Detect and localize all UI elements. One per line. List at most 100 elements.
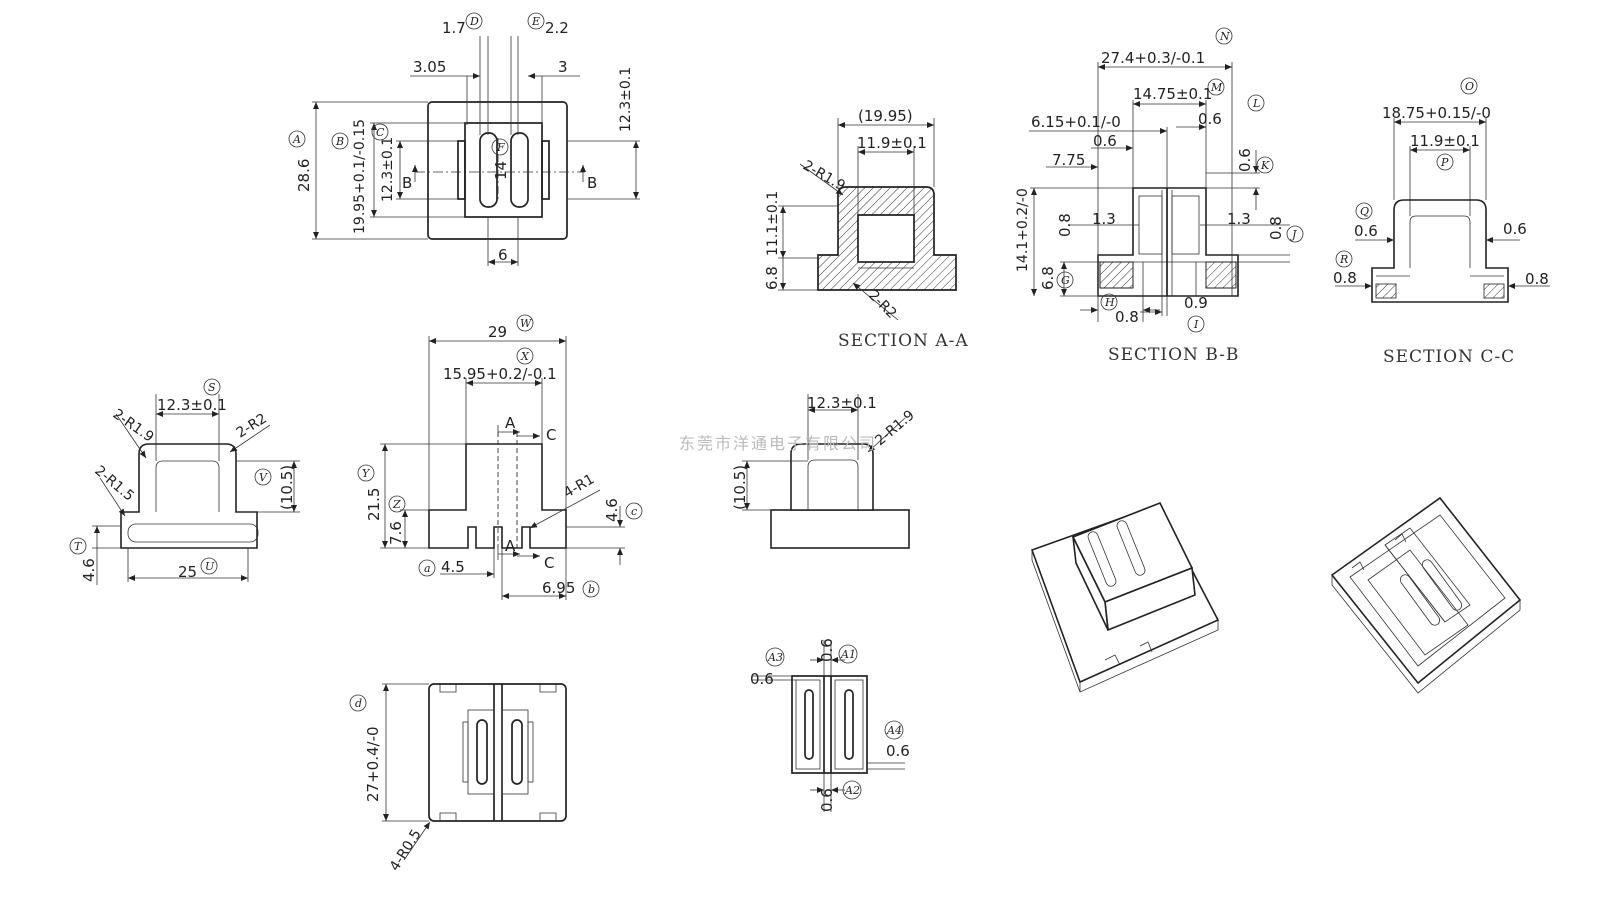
section-cc-label: SECTION C-C — [1383, 347, 1515, 367]
marker-d-lower: d — [349, 694, 367, 712]
marker-r: R — [1335, 250, 1353, 268]
marker-n: N — [1215, 27, 1233, 45]
svg-text:A2: A2 — [844, 784, 860, 797]
bd-dim-0-6-bottom: 0.6 — [818, 788, 836, 812]
top-dim-19-95: 19.95+0.1/-0.15 — [352, 119, 368, 234]
bv-dim-27: 27+0.4/-0 — [364, 726, 382, 802]
svg-text:S: S — [208, 381, 216, 394]
marker-i: I — [1187, 315, 1205, 333]
marker-f: F — [491, 138, 509, 156]
svg-text:R: R — [1339, 253, 1348, 266]
svg-text:L: L — [1252, 97, 1260, 110]
marker-y: Y — [357, 464, 375, 482]
svg-text:G: G — [1061, 274, 1070, 287]
marker-g: G — [1056, 271, 1074, 289]
marker-j: J — [1286, 225, 1304, 243]
section-bb-label: SECTION B-B — [1108, 345, 1239, 365]
bd-dim-0-6-right: 0.6 — [886, 742, 910, 760]
marker-l: L — [1247, 94, 1265, 112]
svg-text:A: A — [292, 133, 301, 146]
side-view-right: 12.3±0.1 2-R1.9 (10.5) — [731, 394, 918, 549]
bb-dim-0-6-a: 0.6 — [1093, 132, 1117, 150]
marker-b: B — [331, 132, 349, 150]
svg-text:N: N — [1219, 30, 1230, 43]
top-view: 1.7 2.2 3.05 3 28.6 19.95+0.1/-0.15 12.3… — [288, 12, 640, 266]
company-watermark: 东莞市洋通电子有限公司 — [679, 434, 877, 453]
bd-dim-0-6-left: 0.6 — [750, 670, 774, 688]
side-view-left: 12.3±0.1 2-R1.9 2-R2 2-R1.5 (10.5) 4.6 2… — [69, 378, 300, 585]
svg-text:P: P — [1440, 156, 1449, 169]
cut-label-b-right: B — [587, 174, 597, 192]
marker-a-lower: a — [418, 559, 436, 577]
bottom-detail-view: 0.6 0.6 0.6 0.6 A3 A1 A4 A2 — [750, 638, 910, 812]
bd-dim-0-6-top: 0.6 — [818, 638, 836, 662]
bb-dim-0-8-right: 0.8 — [1267, 216, 1285, 240]
bb-dim-6-15: 6.15+0.1/-0 — [1031, 113, 1121, 131]
top-dim-28-6: 28.6 — [295, 159, 313, 192]
section-aa: (19.95) 11.9±0.1 2-R1.9 11.1±0.1 6.8 2-R… — [763, 107, 969, 351]
sr-dim-12-3: 12.3±0.1 — [807, 394, 877, 412]
top-dim-3: 3 — [558, 58, 568, 76]
marker-a3: A3 — [765, 647, 785, 667]
svg-text:Z: Z — [392, 498, 401, 511]
bb-dim-0-6-b: 0.6 — [1198, 110, 1222, 128]
section-cc: 18.75+0.15/-0 11.9±0.1 0.6 0.6 0.8 0.8 O… — [1333, 77, 1550, 367]
marker-k: K — [1256, 156, 1274, 174]
cut-label-c-bottom: C — [544, 554, 554, 572]
aa-dim-19-95: (19.95) — [858, 107, 913, 125]
svg-text:M: M — [1210, 81, 1223, 94]
section-bb: 27.4+0.3/-0.1 14.75±0.1 6.15+0.1/-0 0.6 … — [1015, 27, 1304, 365]
cc-dim-0-6-right: 0.6 — [1503, 220, 1527, 238]
top-dim-12-3-right: 12.3±0.1 — [618, 67, 634, 132]
svg-text:d: d — [355, 697, 362, 710]
cut-label-a-top: A — [505, 414, 516, 432]
svg-text:J: J — [1290, 228, 1297, 241]
marker-m: M — [1207, 78, 1225, 96]
fv-dim-15-95: 15.95+0.2/-0.1 — [443, 365, 557, 383]
section-aa-label: SECTION A-A — [838, 331, 969, 351]
bb-dim-0-6-c: 0.6 — [1236, 148, 1254, 172]
marker-o: O — [1460, 77, 1478, 95]
top-dim-2-2: 2.2 — [545, 19, 569, 37]
cc-dim-0-6-left: 0.6 — [1354, 222, 1378, 240]
bb-dim-0-9: 0.9 — [1184, 294, 1208, 312]
sl-dim-4-6: 4.6 — [80, 558, 98, 582]
sl-dim-r2: 2-R2 — [234, 411, 270, 442]
cc-dim-18-75: 18.75+0.15/-0 — [1382, 104, 1491, 122]
top-dim-6: 6 — [498, 246, 508, 264]
bb-dim-14-75: 14.75±0.1 — [1133, 85, 1212, 103]
top-dim-1-7: 1.7 — [442, 19, 466, 37]
front-view: 29 15.95+0.2/-0.1 21.5 7.6 4-R1 4.6 4.5 … — [357, 314, 643, 600]
svg-text:E: E — [531, 15, 540, 28]
svg-text:A3: A3 — [767, 651, 783, 664]
sl-dim-r1-5: 2-R1.5 — [91, 463, 136, 505]
bb-dim-14-1: 14.1+0.2/-0 — [1015, 188, 1031, 272]
sr-dim-10-5: (10.5) — [731, 465, 749, 510]
svg-text:W: W — [520, 317, 533, 330]
marker-z: Z — [388, 495, 406, 513]
cc-dim-0-8-left: 0.8 — [1333, 269, 1357, 287]
svg-text:B: B — [335, 135, 344, 148]
marker-c-lower: c — [625, 502, 643, 520]
cc-dim-11-9: 11.9±0.1 — [1410, 132, 1480, 150]
bb-dim-0-8-left: 0.8 — [1056, 213, 1074, 237]
bottom-view: 27+0.4/-0 4-R0.5 d — [349, 683, 567, 874]
fv-dim-r1: 4-R1 — [561, 471, 597, 501]
marker-w: W — [516, 314, 534, 332]
svg-text:H: H — [1104, 296, 1115, 309]
svg-text:O: O — [1465, 80, 1474, 93]
sl-dim-12-3: 12.3±0.1 — [157, 396, 227, 414]
fv-dim-7-6: 7.6 — [387, 521, 405, 545]
marker-b-lower: b — [582, 580, 600, 598]
cut-label-a-bottom: A — [505, 537, 516, 555]
aa-dim-11-9: 11.9±0.1 — [857, 134, 927, 152]
marker-a2: A2 — [842, 780, 862, 800]
marker-s: S — [203, 378, 221, 396]
marker-a4: A4 — [884, 720, 904, 740]
isometric-view-bottom — [1330, 496, 1522, 694]
svg-text:T: T — [74, 540, 83, 553]
bb-dim-0-8-bottom: 0.8 — [1115, 308, 1139, 326]
svg-text:X: X — [520, 350, 530, 363]
fv-dim-29: 29 — [488, 323, 507, 341]
